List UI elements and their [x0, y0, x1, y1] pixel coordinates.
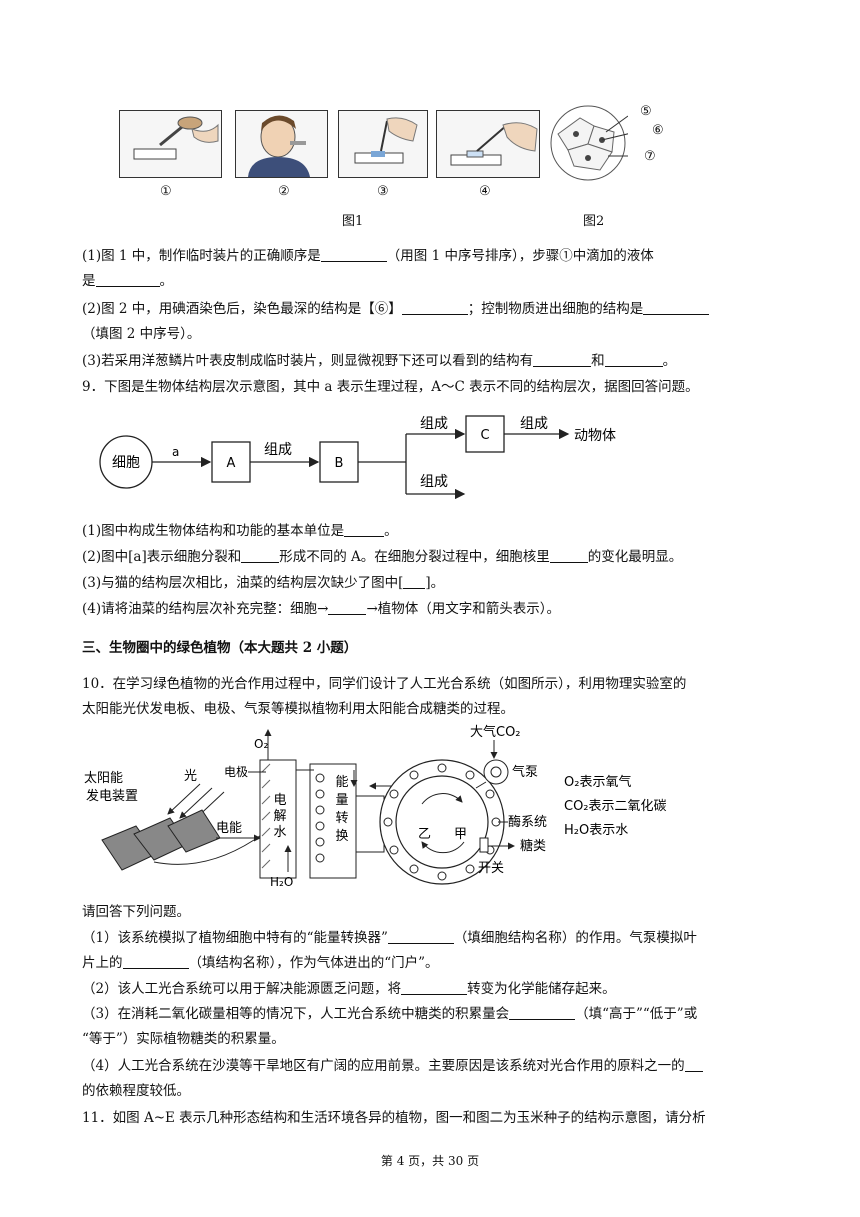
- q8-line1: (1)图 1 中，制作临时装片的正确顺序是（用图 1 中序号排序），步骤①中滴加…: [82, 248, 654, 264]
- label-compose-4: 组成: [420, 474, 448, 490]
- label-solar-device: 发电装置: [86, 788, 138, 804]
- label-compose-3: 组成: [420, 416, 448, 432]
- energy-char-2: 量: [335, 793, 348, 808]
- step3-image: [338, 110, 428, 178]
- step2-image: [235, 110, 328, 178]
- q8-line2: 是。: [82, 273, 173, 289]
- node-animal: 动物体: [574, 428, 616, 444]
- q10-prompt: 请回答下列问题。: [82, 904, 190, 920]
- label-co2: 大气CO₂: [470, 724, 521, 740]
- legend-co2: CO₂表示二氧化碳: [564, 799, 667, 814]
- label-yi: 乙: [418, 827, 431, 842]
- fig1-caption: 图1: [342, 214, 364, 229]
- q10-line6: （4）人工光合系统在沙漠等干旱地区有广阔的应用前景。主要原因是该系统对光合作用的…: [82, 1057, 703, 1075]
- structure-level-diagram: 细胞 a A 组成 B 组成 组成 C 组成 动物体: [92, 408, 652, 504]
- label-o2: O₂: [254, 737, 268, 751]
- label-switch: 开关: [478, 861, 504, 876]
- label-light: 光: [184, 769, 197, 784]
- q11-stem: 11．如图 A~E 表示几种形态结构和生活环境各异的植物，图一和图二为玉米种子的…: [82, 1110, 706, 1126]
- fig2-caption: 图2: [583, 214, 605, 229]
- electrolysis-char-1: 电: [273, 793, 286, 808]
- q8-line3: (2)图 2 中，用碘酒染色后，染色最深的结构是【⑥】；控制物质进出细胞的结构是: [82, 300, 710, 318]
- step-label-1: ①: [160, 184, 172, 199]
- electrolysis-char-2: 解: [273, 809, 286, 824]
- node-C: C: [480, 428, 489, 443]
- q10-line3: （2）该人工光合系统可以用于解决能源匮乏问题，将转变为化学能储存起来。: [82, 981, 616, 997]
- q9-line4: (4)请将油菜的结构层次补充完整：细胞→→植物体（用文字和箭头表示）。: [82, 601, 560, 617]
- legend-h2o: H₂O表示水: [564, 823, 628, 838]
- step-label-2: ②: [278, 184, 290, 199]
- label-compose-2: 组成: [520, 416, 548, 432]
- label-7: ⑦: [644, 149, 656, 164]
- label-5: ⑤: [640, 104, 652, 119]
- legend-o2: O₂表示氧气: [564, 774, 631, 790]
- node-B: B: [335, 456, 344, 471]
- label-electrode: 电极: [224, 765, 248, 779]
- step-label-3: ③: [377, 184, 389, 199]
- label-compose-1: 组成: [264, 442, 292, 458]
- label-6: ⑥: [652, 123, 664, 138]
- energy-char-3: 转: [335, 811, 348, 826]
- q9-stem: 9．下图是生物体结构层次示意图，其中 a 表示生理过程，A～C 表示不同的结构层…: [82, 379, 699, 395]
- q8-line4: （填图 2 中序号）。: [82, 326, 201, 342]
- label-jia: 甲: [454, 827, 467, 842]
- step4-image: [436, 110, 540, 178]
- node-A: A: [227, 456, 236, 471]
- label-enzyme: 酶系统: [508, 814, 547, 830]
- label-solar: 太阳能: [84, 771, 123, 786]
- q9-line3: (3)与猫的结构层次相比，油菜的结构层次缺少了图中[]。: [82, 575, 445, 591]
- q10-stem-1: 10．在学习绿色植物的光合作用过程中，同学们设计了人工光合系统（如图所示），利用…: [82, 676, 687, 692]
- q9-line2: (2)图中[a]表示细胞分裂和形成不同的 A。在细胞分裂过程中，细胞核里的变化最…: [82, 549, 683, 565]
- electrolysis-char-3: 水: [273, 825, 286, 840]
- step-label-4: ④: [479, 184, 491, 199]
- label-h2o: H₂O: [270, 875, 293, 889]
- step1-image: [119, 110, 222, 178]
- label-electric-energy: 电能: [216, 821, 242, 836]
- energy-char-4: 换: [335, 829, 348, 844]
- node-cell: 细胞: [112, 455, 140, 471]
- q10-line5: “等于”）实际植物糖类的积累量。: [82, 1031, 285, 1047]
- q9-line1: (1)图中构成生物体结构和功能的基本单位是。: [82, 523, 398, 539]
- q10-line2: 片上的（填结构名称），作为气体进出的“门户”。: [82, 955, 439, 971]
- q10-line1: （1）该系统模拟了植物细胞中特有的“能量转换器”（填细胞结构名称）的作用。气泵模…: [82, 930, 697, 946]
- label-pump: 气泵: [512, 764, 538, 780]
- artificial-photosynthesis-diagram: 太阳能 发电装置 光 电能 电 解 水 电极 O₂ H₂O: [84, 722, 704, 890]
- page-footer: 第 4 页，共 30 页: [380, 1154, 480, 1168]
- q10-line4: （3）在消耗二氧化碳量相等的情况下，人工光合系统中糖类的积累量会（填“高于”“低…: [82, 1006, 698, 1022]
- q8-line5: (3)若采用洋葱鳞片叶表皮制成临时装片，则显微视野下还可以看到的结构有和。: [82, 353, 677, 369]
- cell-diagram: [548, 104, 645, 182]
- q10-line7: 的依赖程度较低。: [82, 1083, 190, 1099]
- section-3-heading: 三、生物圈中的绿色植物（本大题共 2 小题）: [82, 640, 358, 656]
- energy-char-1: 能: [335, 775, 348, 790]
- label-sugar: 糖类: [520, 838, 546, 854]
- label-a: a: [172, 445, 179, 459]
- q10-stem-2: 太阳能光伏发电板、电极、气泵等模拟植物利用太阳能合成糖类的过程。: [82, 701, 514, 717]
